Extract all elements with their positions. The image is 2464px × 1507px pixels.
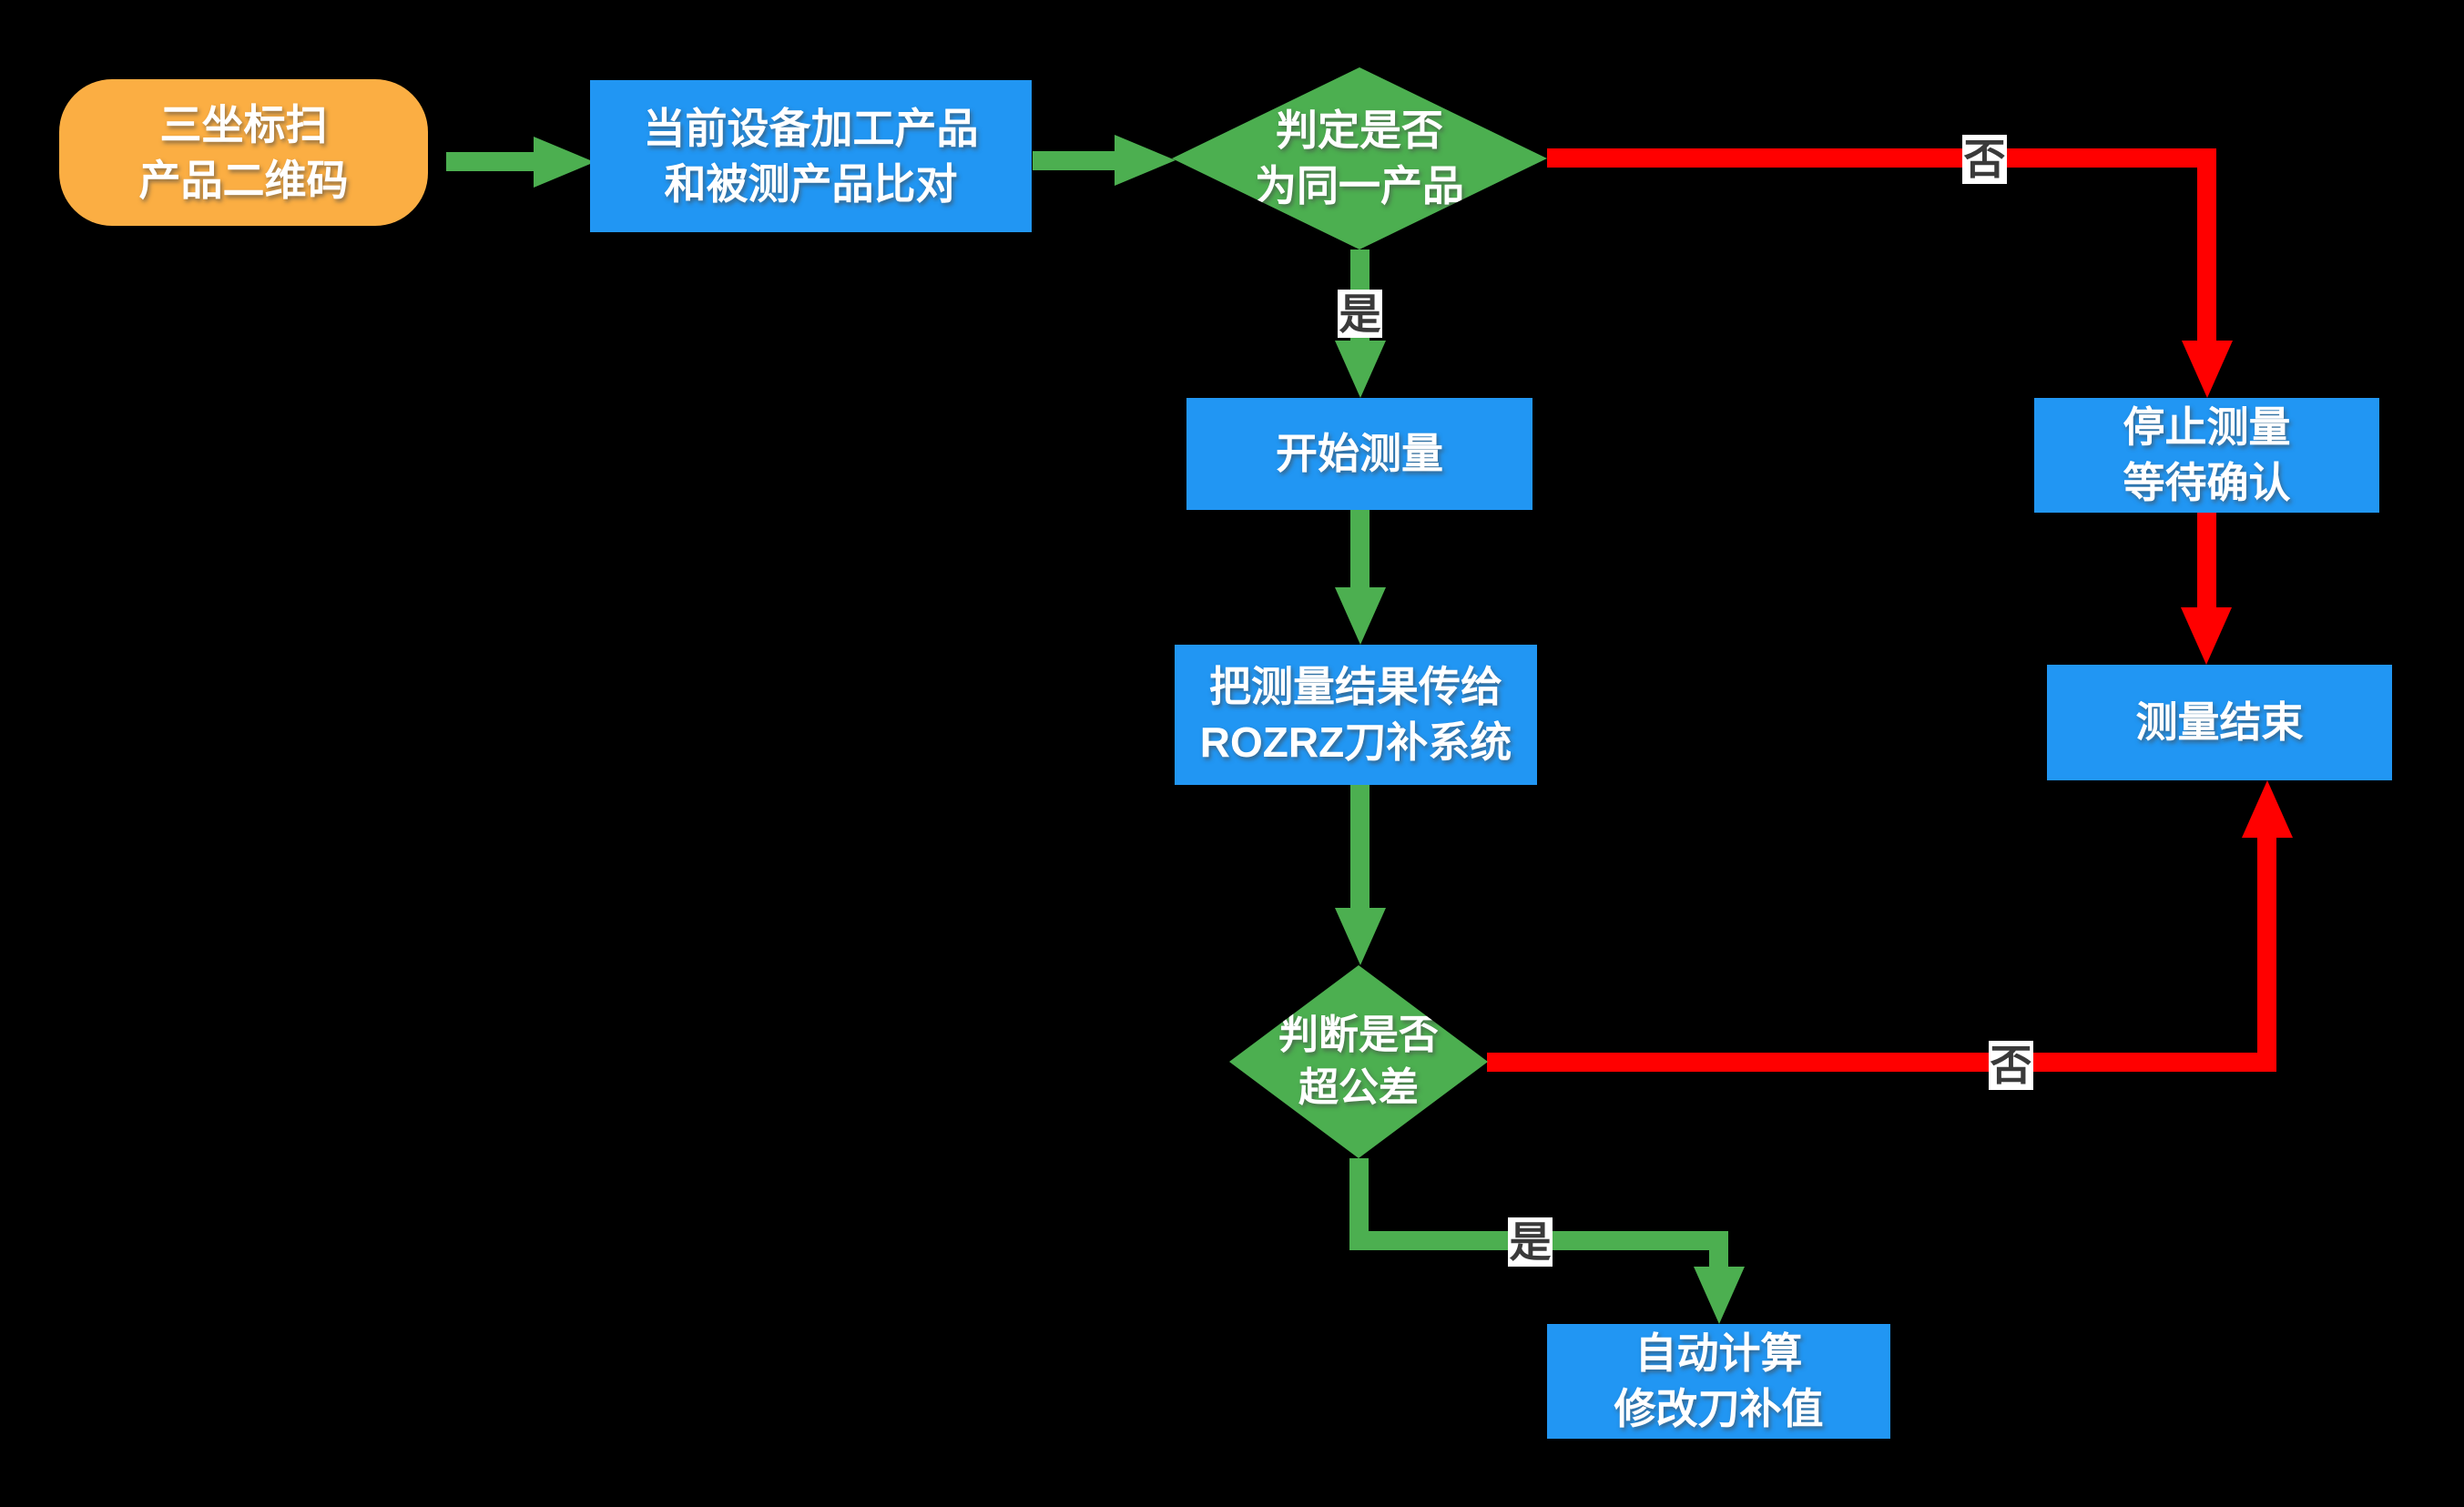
node-start-measure: 开始测量 [1186, 398, 1532, 510]
edge-compare-diamond-arrowhead [1115, 135, 1176, 186]
node-stop-measure-line1: 停止测量 [2123, 403, 2291, 452]
node-auto-calc-line1: 自动计算 [1634, 1329, 1803, 1378]
node-send-results: 把测量结果传给 ROZRZ刀补系统 [1175, 645, 1537, 785]
node-same-product-decision: 判定是否 为同一产品 [1172, 67, 1547, 249]
edge-no1-horizontal [1547, 148, 2216, 168]
node-start: 三坐标扫 产品二维码 [59, 79, 428, 226]
node-tolerance-line2: 超公差 [1298, 1065, 1419, 1110]
edge-label-same-product-yes: 是 [1338, 290, 1382, 338]
edge-label-tolerance-no: 否 [1989, 1041, 2033, 1090]
node-same-product-line2: 为同一产品 [1255, 162, 1464, 209]
node-compare-line2: 和被测产品比对 [664, 159, 958, 208]
edge-yes1-arrowhead [1335, 341, 1386, 398]
edge-yes2-vertical1 [1349, 1158, 1369, 1250]
node-end-measure: 测量结束 [2047, 665, 2392, 780]
edge-measure-results-arrowhead [1335, 587, 1386, 645]
edge-start-compare-shaft [446, 152, 534, 171]
edge-measure-results-shaft [1350, 510, 1369, 587]
node-send-results-line2: ROZRZ刀补系统 [1199, 718, 1512, 766]
edge-label-same-product-no: 否 [1962, 135, 2007, 184]
node-compare: 当前设备加工产品 和被测产品比对 [590, 80, 1032, 232]
edge-no2-arrowhead [2242, 780, 2293, 838]
node-compare-line1: 当前设备加工产品 [643, 104, 979, 152]
edge-results-tolerance-shaft [1350, 785, 1369, 908]
edge-no2-vertical [2257, 838, 2276, 1072]
node-send-results-line1: 把测量结果传给 [1209, 663, 1502, 711]
edge-stop-end-arrowhead [2181, 607, 2232, 665]
node-end-measure-line1: 测量结束 [2135, 698, 2304, 747]
edge-results-tolerance-arrowhead [1335, 908, 1386, 965]
node-start-line2: 产品二维码 [138, 156, 349, 204]
node-tolerance-line1: 判断是否 [1278, 1012, 1439, 1057]
node-tolerance-decision: 判断是否 超公差 [1229, 965, 1488, 1158]
node-same-product-line1: 判定是否 [1276, 107, 1443, 155]
edge-label-tolerance-yes: 是 [1508, 1217, 1553, 1267]
edge-start-compare-arrowhead [534, 137, 595, 188]
node-auto-calc: 自动计算 修改刀补值 [1547, 1324, 1890, 1439]
edge-yes2-vertical2 [1709, 1231, 1728, 1267]
node-stop-measure: 停止测量 等待确认 [2034, 398, 2379, 513]
edge-stop-end-shaft [2197, 513, 2216, 607]
edge-yes2-arrowhead [1694, 1267, 1745, 1324]
node-auto-calc-line2: 修改刀补值 [1614, 1385, 1824, 1432]
edge-no2-horizontal [1487, 1053, 2276, 1072]
node-stop-measure-line2: 等待确认 [2123, 459, 2291, 506]
edge-compare-diamond-shaft [1033, 151, 1115, 170]
edge-no1-arrowhead [2182, 341, 2233, 398]
edge-no1-vertical [2197, 148, 2216, 341]
node-start-line1: 三坐标扫 [159, 100, 328, 148]
node-start-measure-line1: 开始测量 [1276, 430, 1443, 478]
